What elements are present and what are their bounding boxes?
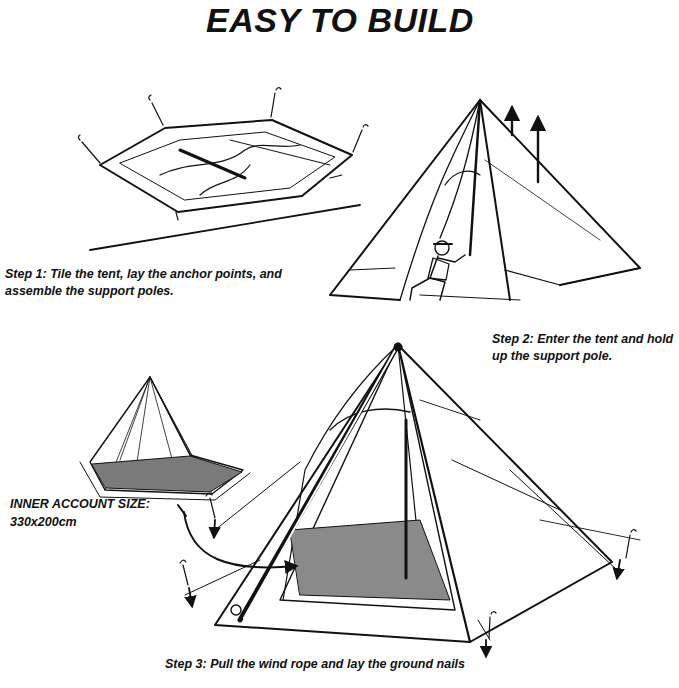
size-value: 330x200cm	[10, 514, 180, 531]
inner-tent	[80, 377, 250, 500]
step-text: Step 2: Enter the tent and hold up the s…	[492, 331, 674, 365]
title: EASY TO BUILD	[206, 2, 474, 39]
size-label: INNER ACCOUNT SIZE:	[10, 496, 180, 513]
pointer-arrow	[184, 512, 296, 567]
raising-tent	[330, 100, 640, 300]
pitched-tent	[180, 343, 640, 656]
step-text: Step 1: Tile the tent, lay the anchor po…	[5, 266, 305, 300]
flat-tent	[79, 88, 369, 250]
step-text: Step 3: Pull the wind rope and lay the g…	[165, 656, 665, 673]
